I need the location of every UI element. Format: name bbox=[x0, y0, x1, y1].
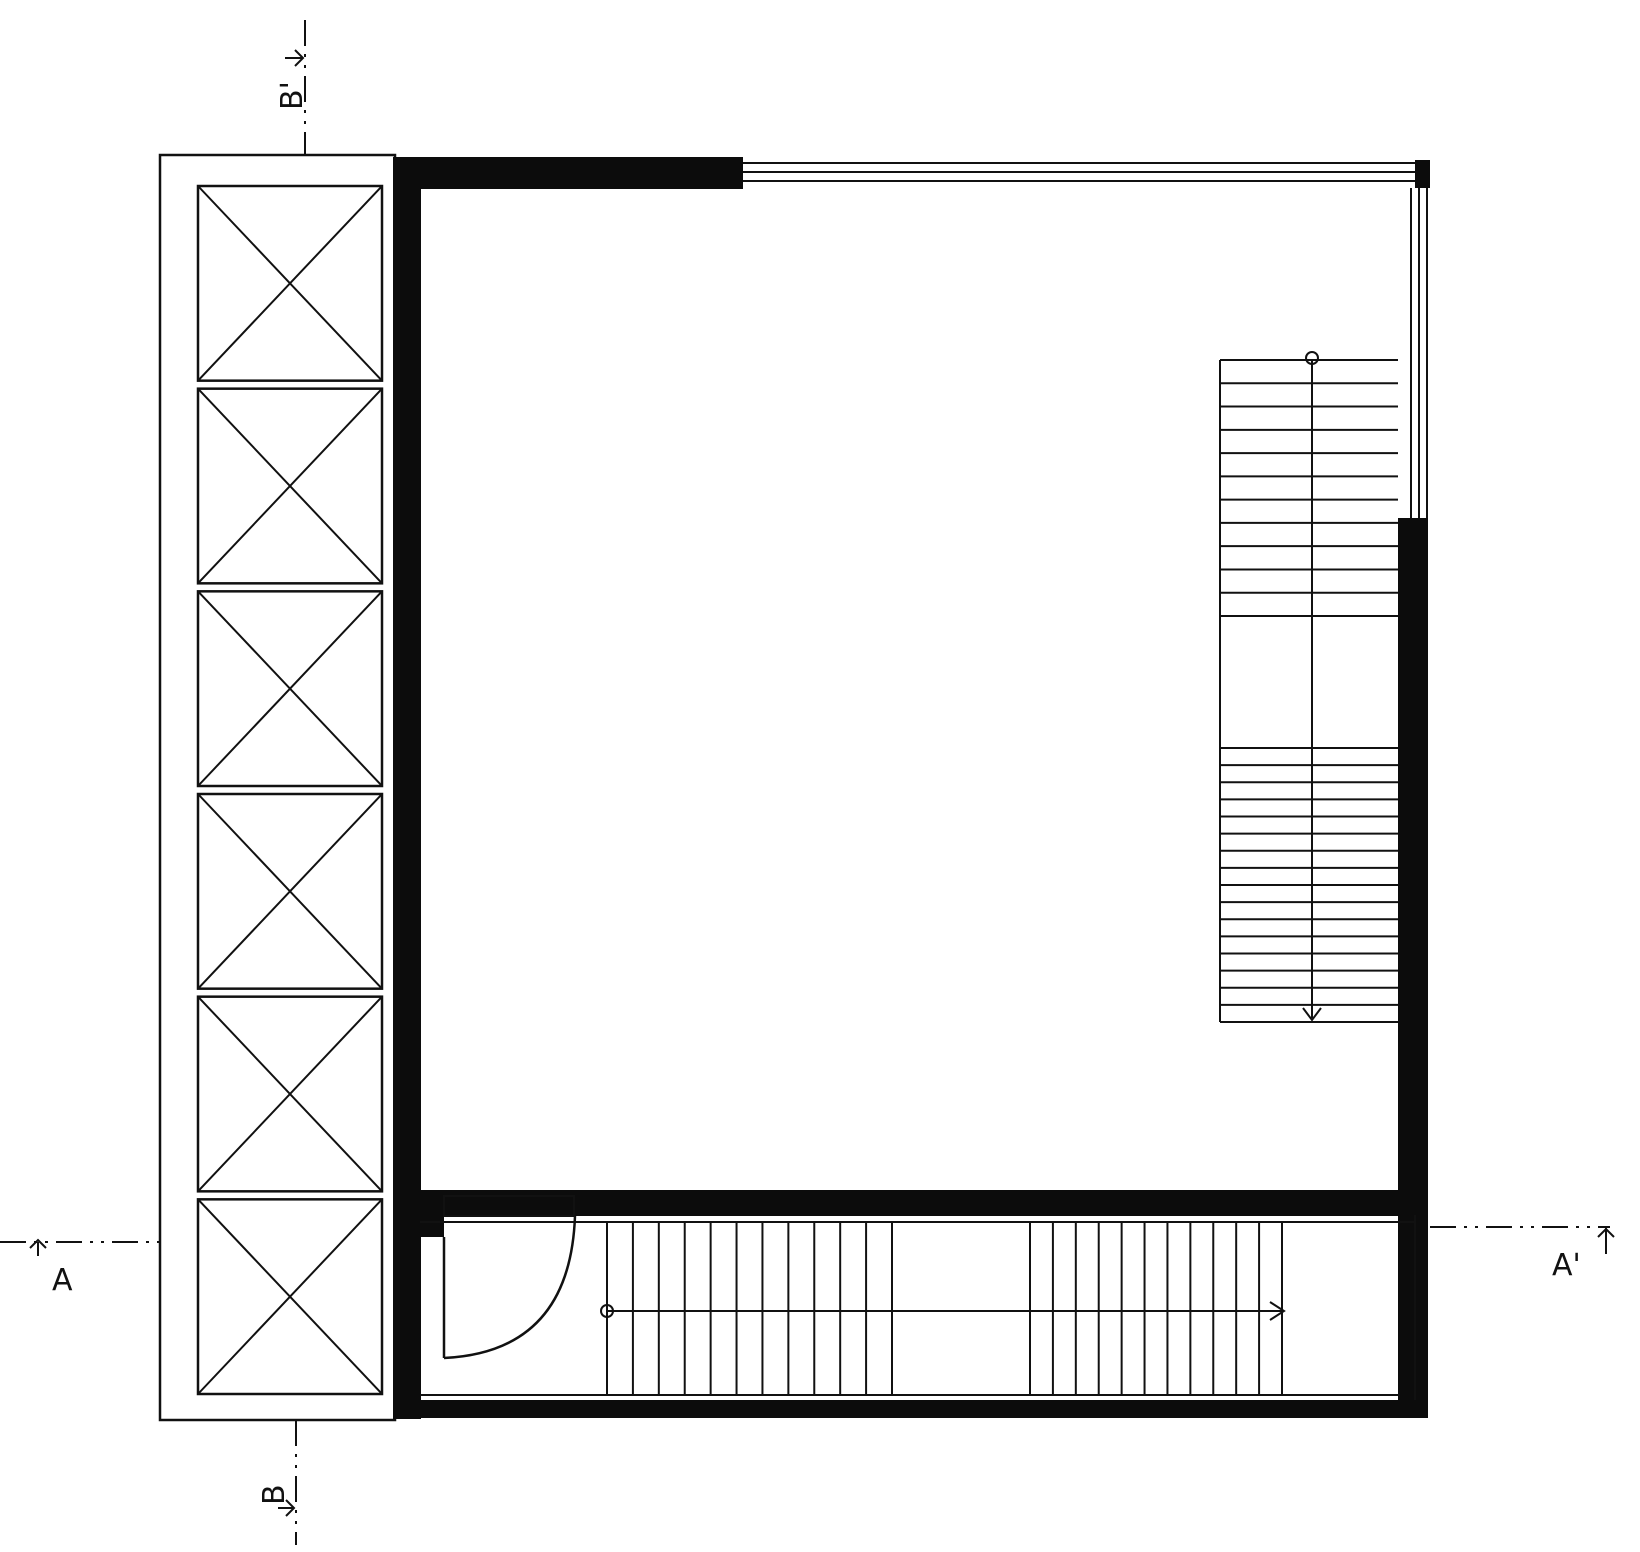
section-arrow-a-prime-icon bbox=[1597, 1227, 1615, 1254]
section-arrow-b-prime-icon bbox=[285, 49, 305, 67]
panel-cell bbox=[196, 387, 384, 585]
door bbox=[442, 1195, 577, 1360]
panel-cross-brace bbox=[197, 1198, 383, 1395]
door-jamb-left bbox=[408, 1215, 444, 1237]
panel-cross-brace bbox=[197, 995, 383, 1193]
walls bbox=[393, 157, 1430, 1419]
wall-top-left bbox=[393, 157, 743, 189]
section-label-a-prime: A' bbox=[1552, 1248, 1581, 1283]
panel-cells bbox=[196, 184, 384, 1396]
panel-cross-brace bbox=[197, 185, 383, 382]
section-cut-b: B' B bbox=[257, 20, 310, 1545]
panel-cell-frame bbox=[196, 995, 384, 1193]
upper-stair bbox=[1219, 351, 1398, 1023]
door-header bbox=[443, 1195, 575, 1217]
panel-cell-frame bbox=[196, 792, 384, 990]
wall-interior-horizontal bbox=[415, 1190, 1428, 1216]
panel-cell bbox=[196, 792, 384, 990]
right-window bbox=[1410, 188, 1428, 518]
panel-strip-frame bbox=[158, 153, 397, 1422]
panel-cross-brace bbox=[197, 590, 383, 787]
lower-stair-arrow-icon bbox=[1269, 1301, 1286, 1321]
lower-stair-treads bbox=[606, 1222, 1283, 1395]
panel-cell bbox=[196, 184, 384, 382]
lower-stair-start-circle bbox=[600, 1304, 614, 1318]
panel-cell-frame bbox=[196, 590, 384, 788]
section-cut-a: A A' bbox=[0, 1226, 1615, 1298]
panel-cell-frame bbox=[196, 1198, 384, 1396]
panel-cell-frame bbox=[196, 184, 384, 382]
upper-stair-start-circle bbox=[1305, 351, 1319, 365]
left-panel-strip bbox=[158, 153, 397, 1422]
section-arrow-a-icon bbox=[29, 1238, 47, 1256]
wall-right bbox=[1398, 518, 1428, 1406]
panel-cross-brace bbox=[197, 387, 383, 585]
door-swing-arc bbox=[443, 1215, 577, 1360]
wall-bottom bbox=[393, 1400, 1428, 1418]
panel-cell bbox=[196, 995, 384, 1193]
upper-stair-treads bbox=[1220, 359, 1398, 1023]
section-label-b-prime: B' bbox=[275, 81, 310, 110]
top-window bbox=[743, 162, 1415, 182]
panel-cross-brace bbox=[197, 793, 383, 990]
section-label-a: A bbox=[52, 1263, 73, 1298]
section-arrow-b-icon bbox=[278, 1499, 296, 1517]
upper-stair-arrow-icon bbox=[1302, 1007, 1322, 1022]
section-label-b: B bbox=[257, 1484, 292, 1505]
lower-corridor bbox=[420, 1215, 1416, 1400]
panel-cell bbox=[196, 1198, 384, 1396]
panel-cell bbox=[196, 590, 384, 788]
lower-stair bbox=[600, 1222, 1286, 1395]
wall-corner-post bbox=[1415, 160, 1430, 188]
panel-cell-frame bbox=[196, 387, 384, 585]
